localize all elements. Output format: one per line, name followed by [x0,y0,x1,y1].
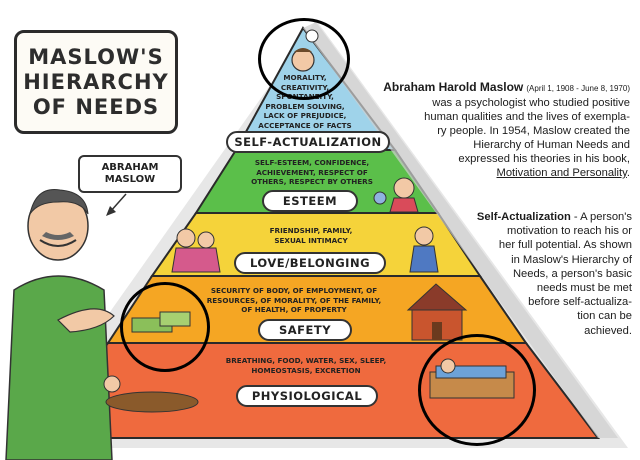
maslow-figure [5,189,115,460]
self-actualization-note: Self-Actualization - A person's motivati… [456,210,632,338]
physiological-desc: BREATHING, FOOD, WATER, SEX, SLEEP, HOME… [225,356,387,375]
physiological-label: PHYSIOLOGICAL [236,385,378,407]
annotation-circle-bed [418,334,536,446]
note-line: achieved. [584,324,632,337]
annotation-circle-money [120,282,210,372]
bio-line: ry people. In 1954, Maslow created the [437,125,630,137]
bio-book-title: Motivation and Personality [496,167,627,179]
self-actualization-label: SELF-ACTUALIZATION [226,131,390,153]
pyramid-side-shade [303,22,618,438]
title-box: MASLOW'S HIERARCHY OF NEEDS [14,30,178,134]
safety-desc: SECURITY OF BODY, OF EMPLOYMENT, OF RESO… [206,286,382,314]
title-line-1: MASLOW'S [28,44,164,69]
bio-paragraph: Abraham Harold Maslow (April 1, 1908 - J… [378,80,630,180]
love-illustration [171,226,439,273]
note-line: needs must be met [536,282,632,295]
esteem-desc: SELF-ESTEEM, CONFIDENCE, ACHIEVEMENT, RE… [251,158,373,186]
esteem-label: ESTEEM [262,190,358,212]
love-desc: FRIENDSHIP, FAMILY, SEXUAL INTIMACY [269,226,353,245]
love-label: LOVE/BELONGING [234,252,386,274]
note-label: Self-Actualization [476,211,571,223]
note-line: Needs, a person's basic [512,267,632,280]
title-line-2: HIERARCHY [23,69,169,94]
title-line-3: OF NEEDS [32,94,160,119]
bio-dates: (April 1, 1908 - June 8, 1970) [526,84,630,93]
arrow-icon [106,193,127,216]
note-line: before self-actualiza- [528,296,632,309]
bio-line: was a psychologist who studied positive [432,97,630,109]
annotation-circle-top [258,18,350,100]
note-line: in Maslow's Hierarchy of [511,253,632,266]
note-line: motivation to reach his or [507,225,632,238]
note-line: tion can be [577,310,632,323]
author-tag: ABRAHAM MASLOW [78,155,182,193]
safety-label: SAFETY [258,319,352,341]
author-line-1: ABRAHAM [101,162,159,173]
bio-line: human qualities and the lives of exempla… [424,111,630,123]
author-line-2: MASLOW [104,174,156,185]
note-line: her full potential. As shown [498,239,632,252]
bio-name: Abraham Harold Maslow [383,80,524,94]
esteem-illustration [373,177,419,213]
bio-line: expressed his theories in his book, [458,153,630,165]
bio-line: Hierarchy of Human Needs and [473,139,630,151]
